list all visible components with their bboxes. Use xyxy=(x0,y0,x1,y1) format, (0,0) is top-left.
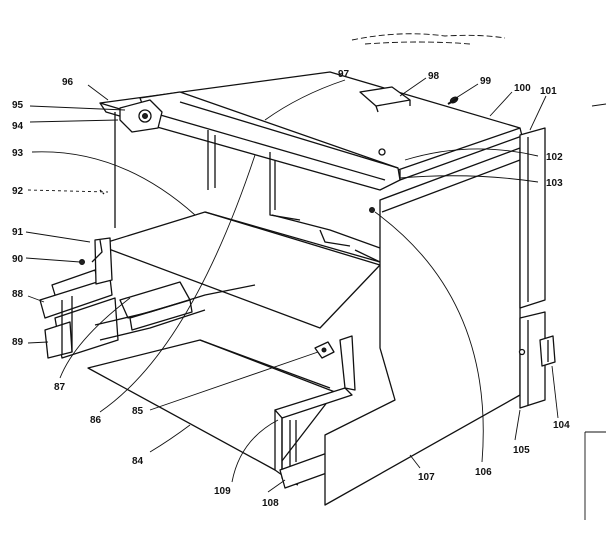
callout-96: 96 xyxy=(62,77,74,88)
block-85 xyxy=(314,341,335,359)
front-side-panel xyxy=(324,147,521,506)
callout-90: 90 xyxy=(12,254,24,265)
callout-109: 109 xyxy=(214,486,231,497)
callout-95: 95 xyxy=(12,100,24,111)
callout-108: 108 xyxy=(262,498,279,509)
callout-107: 107 xyxy=(418,472,435,483)
edge-mark-right xyxy=(584,103,607,520)
callout-105: 105 xyxy=(513,445,530,456)
callout-88: 88 xyxy=(12,289,24,300)
callout-94: 94 xyxy=(12,121,24,132)
screw-99 xyxy=(447,96,459,105)
scan-mark xyxy=(351,33,506,45)
callout-84: 84 xyxy=(132,456,144,467)
callout-97: 97 xyxy=(338,69,350,80)
callout-104: 104 xyxy=(553,420,570,431)
callout-106: 106 xyxy=(475,467,492,478)
callout-98: 98 xyxy=(428,71,440,82)
callout-103: 103 xyxy=(546,178,563,189)
callout-92: 92 xyxy=(12,186,24,197)
right-rear-post xyxy=(518,127,546,409)
callout-101: 101 xyxy=(540,86,557,97)
front-right-bracket xyxy=(274,335,356,489)
callout-85: 85 xyxy=(132,406,144,417)
callout-91: 91 xyxy=(12,227,24,238)
callout-labels: 84 85 86 87 88 89 90 91 92 93 94 95 96 9… xyxy=(12,69,570,509)
callout-100: 100 xyxy=(514,83,531,94)
callout-89: 89 xyxy=(12,337,24,348)
callout-93: 93 xyxy=(12,148,24,159)
rear-frame xyxy=(99,112,381,263)
left-side-rails xyxy=(39,237,119,359)
callout-86: 86 xyxy=(90,415,102,426)
callout-99: 99 xyxy=(480,76,492,87)
callout-87: 87 xyxy=(54,382,66,393)
hinge-bracket xyxy=(119,99,163,133)
rear-slide-rails xyxy=(94,281,256,341)
callout-102: 102 xyxy=(546,152,563,163)
clip-part-98 xyxy=(359,86,411,113)
leader-lines xyxy=(25,77,559,493)
top-trim-rail xyxy=(139,91,401,191)
bracket-104 xyxy=(539,335,556,367)
